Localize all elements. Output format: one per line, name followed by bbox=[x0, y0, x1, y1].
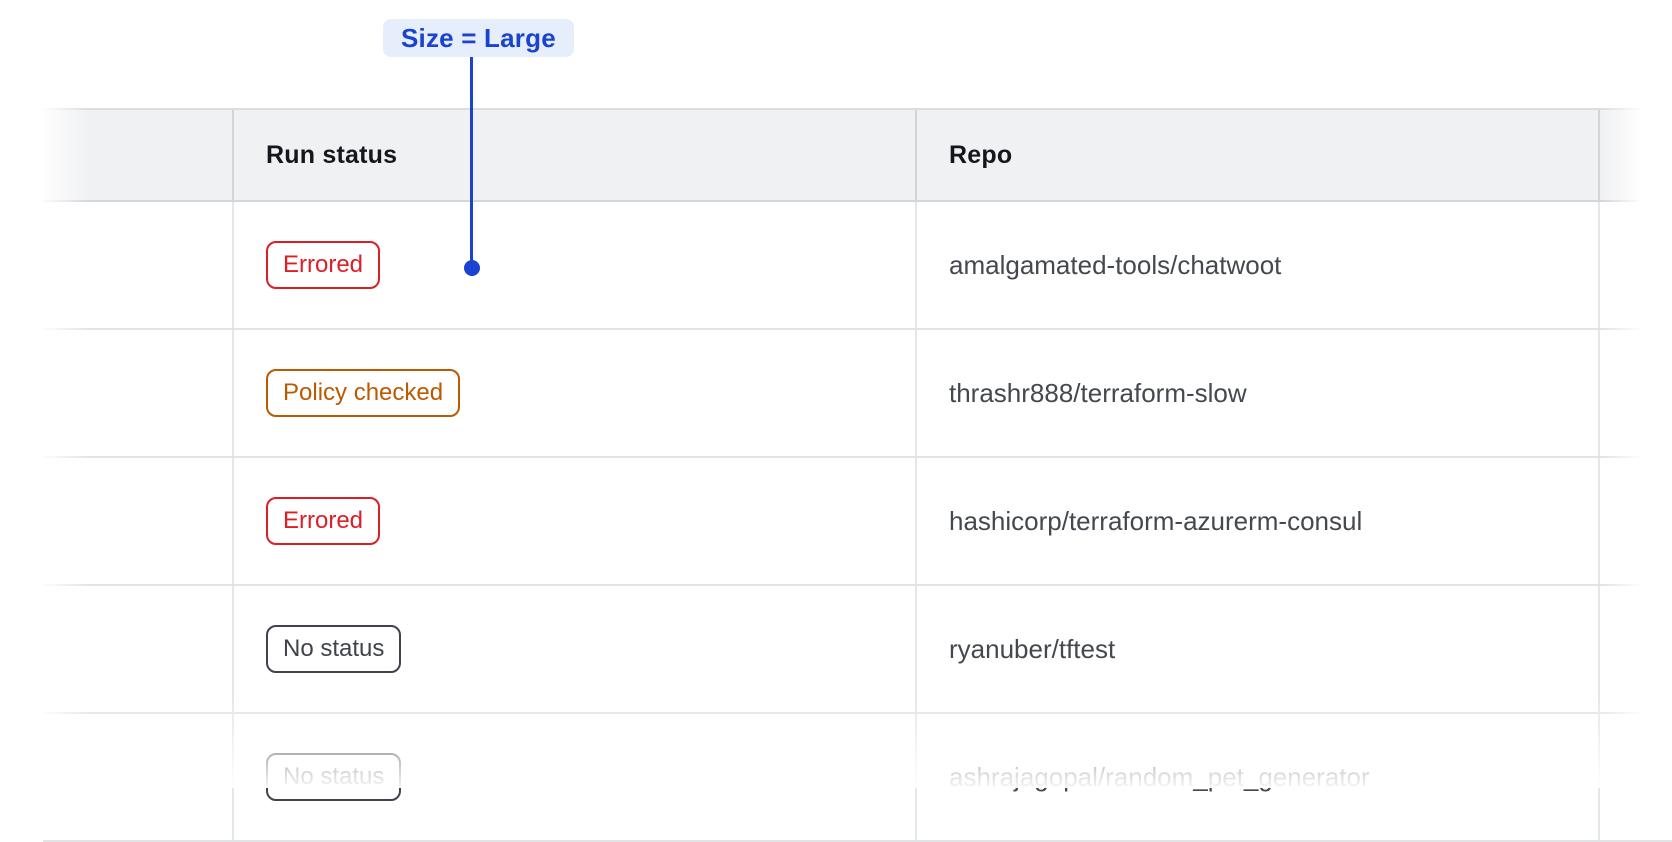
column-header-label: Run status bbox=[266, 140, 398, 169]
run-status-cell: Errored bbox=[232, 202, 915, 328]
table-row: No status ryanuber/tftest bbox=[43, 586, 1672, 714]
workspace-cell bbox=[43, 714, 232, 840]
column-header-run-status[interactable]: Run status bbox=[232, 110, 915, 200]
repo-name: hashicorp/terraform-azurerm-consul bbox=[949, 505, 1363, 536]
run-status-badge: Errored bbox=[266, 241, 381, 289]
blank-cell bbox=[1598, 202, 1672, 328]
repo-cell: hashicorp/terraform-azurerm-consul bbox=[915, 458, 1598, 584]
repo-name: thrashr888/terraform-slow bbox=[949, 377, 1247, 408]
run-status-cell: Errored bbox=[232, 458, 915, 584]
workspace-cell bbox=[43, 586, 232, 712]
repo-name: amalgamated-tools/chatwoot bbox=[949, 249, 1282, 280]
workspaces-table: Run status Repo Errored amalgamated-tool… bbox=[43, 108, 1672, 842]
column-header-repo[interactable]: Repo bbox=[915, 110, 1598, 200]
blank-cell bbox=[1598, 586, 1672, 712]
run-status-badge: No status bbox=[266, 753, 402, 801]
run-status-cell: No status bbox=[232, 714, 915, 840]
table-header-row: Run status Repo bbox=[43, 108, 1672, 202]
annotation-dot bbox=[464, 260, 480, 276]
repo-cell: thrashr888/terraform-slow bbox=[915, 330, 1598, 456]
table-row: No status ashrajagopal/random_pet_genera… bbox=[43, 714, 1672, 842]
blank-cell bbox=[1598, 330, 1672, 456]
table-row: Policy checked thrashr888/terraform-slow bbox=[43, 330, 1672, 458]
annotation-label: Size = Large bbox=[401, 22, 556, 53]
repo-cell: ryanuber/tftest bbox=[915, 586, 1598, 712]
repo-name: ryanuber/tftest bbox=[949, 633, 1116, 664]
run-status-badge: Errored bbox=[266, 497, 381, 545]
workspace-cell bbox=[43, 202, 232, 328]
column-header-blank-left[interactable] bbox=[43, 110, 232, 200]
table-row: Errored amalgamated-tools/chatwoot bbox=[43, 202, 1672, 330]
table-row: Errored hashicorp/terraform-azurerm-cons… bbox=[43, 458, 1672, 586]
run-status-badge: No status bbox=[266, 625, 402, 673]
blank-cell bbox=[1598, 458, 1672, 584]
run-status-cell: Policy checked bbox=[232, 330, 915, 456]
annotation-connector-line bbox=[470, 57, 473, 261]
blank-cell bbox=[1598, 714, 1672, 840]
workspace-cell bbox=[43, 458, 232, 584]
repo-cell: amalgamated-tools/chatwoot bbox=[915, 202, 1598, 328]
size-annotation-pill: Size = Large bbox=[383, 19, 574, 57]
run-status-cell: No status bbox=[232, 586, 915, 712]
workspace-cell bbox=[43, 330, 232, 456]
column-header-blank-right[interactable] bbox=[1598, 110, 1672, 200]
run-status-badge: Policy checked bbox=[266, 369, 461, 417]
column-header-label: Repo bbox=[949, 140, 1013, 169]
repo-cell: ashrajagopal/random_pet_generator bbox=[915, 714, 1598, 840]
